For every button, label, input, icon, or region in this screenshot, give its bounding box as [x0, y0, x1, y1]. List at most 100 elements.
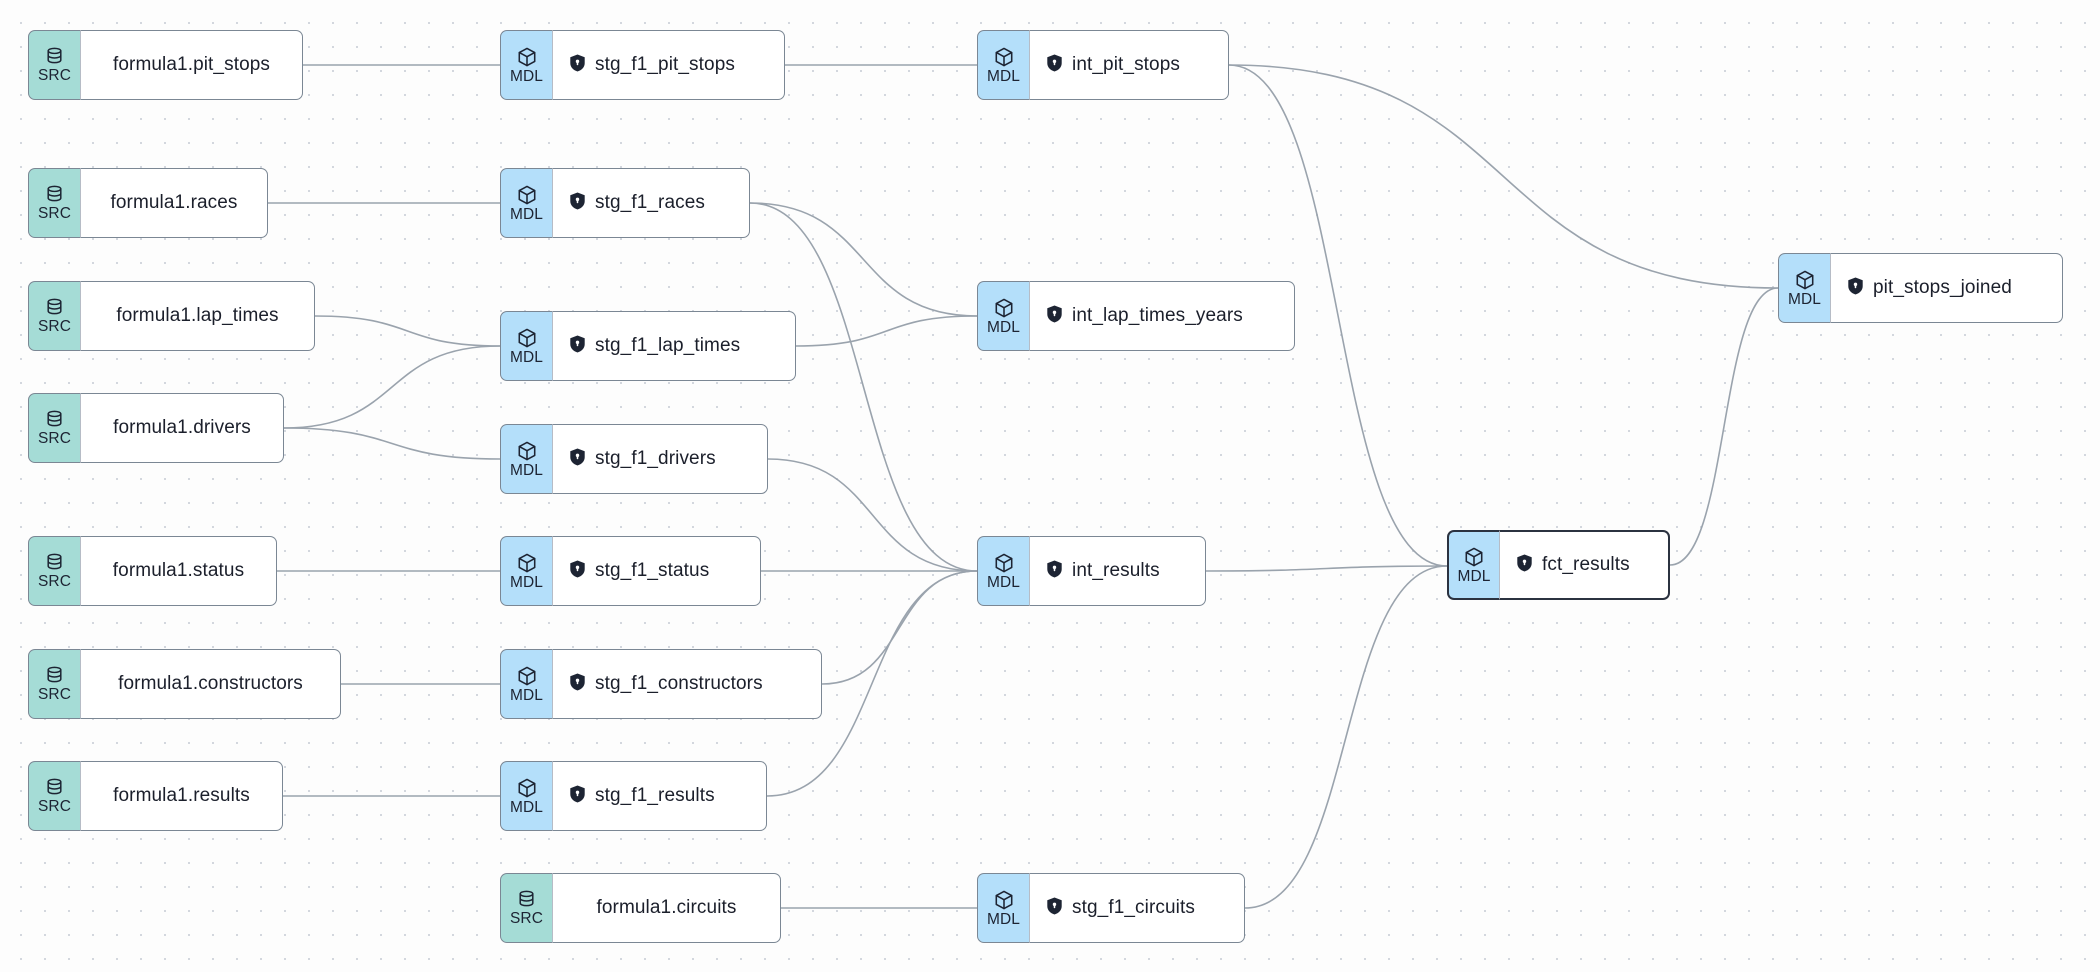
database-icon [47, 553, 62, 570]
node-body[interactable]: formula1.lap_times [80, 281, 315, 351]
node-label: formula1.pit_stops [112, 54, 271, 75]
node-body[interactable]: fct_results [1499, 530, 1670, 600]
node-body[interactable]: int_lap_times_years [1029, 281, 1295, 351]
graph-node-src_drivers[interactable]: SRC formula1.drivers [28, 393, 284, 463]
node-type-badge-mdl: MDL [500, 649, 552, 719]
graph-node-src_status[interactable]: SRC formula1.status [28, 536, 277, 606]
node-type-badge-src: SRC [28, 536, 80, 606]
node-label: stg_f1_circuits [1072, 897, 1195, 918]
node-type-label: SRC [37, 686, 72, 704]
node-label: formula1.drivers [113, 417, 251, 438]
node-type-badge-mdl: MDL [977, 536, 1029, 606]
cube-icon [995, 298, 1012, 318]
node-type-label: MDL [986, 910, 1021, 928]
node-label: formula1.races [110, 192, 238, 213]
node-type-badge-mdl: MDL [977, 30, 1029, 100]
node-body[interactable]: formula1.pit_stops [80, 30, 303, 100]
node-type-badge-mdl: MDL [500, 168, 552, 238]
shield-lock-icon [569, 559, 586, 583]
node-body[interactable]: stg_f1_results [552, 761, 767, 831]
database-icon [47, 778, 62, 795]
node-type-label: MDL [986, 67, 1021, 85]
node-body[interactable]: formula1.drivers [80, 393, 284, 463]
graph-node-src_results[interactable]: SRC formula1.results [28, 761, 283, 831]
node-type-badge-src: SRC [28, 393, 80, 463]
shield-lock-icon [1046, 304, 1063, 328]
lineage-edge-stg_f1_circuits-to-fct_results [1244, 565, 1448, 909]
node-body[interactable]: stg_f1_constructors [552, 649, 822, 719]
database-icon [47, 410, 62, 427]
node-body[interactable]: stg_f1_races [552, 168, 750, 238]
shield-lock-icon [1046, 559, 1063, 583]
node-body[interactable]: stg_f1_lap_times [552, 311, 796, 381]
shield-lock-icon [569, 53, 586, 77]
graph-node-stg_f1_races[interactable]: MDL stg_f1_races [500, 168, 750, 238]
lineage-edge-src_lap_times-to-stg_f1_lap_times [314, 315, 501, 347]
node-label: formula1.lap_times [116, 305, 279, 326]
lineage-edge-stg_f1_drivers-to-int_results [767, 458, 978, 572]
node-type-label: SRC [37, 430, 72, 448]
node-body[interactable]: formula1.constructors [80, 649, 341, 719]
node-type-badge-mdl: MDL [977, 873, 1029, 943]
node-body[interactable]: int_results [1029, 536, 1206, 606]
node-body[interactable]: pit_stops_joined [1830, 253, 2063, 323]
shield-lock-icon [569, 334, 586, 358]
shield-lock-icon [1046, 896, 1063, 920]
graph-node-src_constructors[interactable]: SRC formula1.constructors [28, 649, 341, 719]
node-type-badge-mdl: MDL [500, 761, 552, 831]
graph-node-stg_f1_circuits[interactable]: MDL stg_f1_circuits [977, 873, 1245, 943]
lineage-edge-src_drivers-to-stg_f1_lap_times [283, 345, 501, 429]
cube-icon [518, 553, 535, 573]
node-body[interactable]: formula1.status [80, 536, 277, 606]
node-body[interactable]: stg_f1_circuits [1029, 873, 1245, 943]
node-type-label: SRC [37, 573, 72, 591]
cube-icon [518, 328, 535, 348]
cube-icon [518, 185, 535, 205]
node-label: int_lap_times_years [1072, 305, 1243, 326]
node-body[interactable]: stg_f1_status [552, 536, 761, 606]
node-type-badge-mdl: MDL [500, 536, 552, 606]
node-type-label: MDL [1457, 567, 1491, 585]
node-type-badge-src: SRC [28, 761, 80, 831]
node-body[interactable]: formula1.results [80, 761, 283, 831]
node-type-badge-mdl: MDL [1778, 253, 1830, 323]
node-label: stg_f1_results [595, 785, 715, 806]
node-body[interactable]: stg_f1_drivers [552, 424, 768, 494]
node-type-badge-mdl: MDL [500, 30, 552, 100]
lineage-edge-fct_results-to-pit_stops_joined [1669, 287, 1779, 566]
graph-node-int_pit_stops[interactable]: MDL int_pit_stops [977, 30, 1229, 100]
node-body[interactable]: formula1.circuits [552, 873, 781, 943]
node-label: int_pit_stops [1072, 54, 1180, 75]
node-body[interactable]: int_pit_stops [1029, 30, 1229, 100]
node-label: formula1.results [113, 785, 250, 806]
graph-node-stg_f1_results[interactable]: MDL stg_f1_results [500, 761, 767, 831]
node-label: stg_f1_constructors [595, 673, 763, 694]
shield-lock-icon [569, 447, 586, 471]
lineage-edge-stg_f1_races-to-int_lap_times_years [749, 202, 978, 317]
shield-lock-icon [569, 784, 586, 808]
shield-lock-icon [569, 191, 586, 215]
node-body[interactable]: stg_f1_pit_stops [552, 30, 785, 100]
node-type-badge-src: SRC [28, 649, 80, 719]
node-type-label: MDL [509, 205, 544, 223]
graph-node-stg_f1_constructors[interactable]: MDL stg_f1_constructors [500, 649, 822, 719]
database-icon [519, 890, 534, 907]
database-icon [47, 298, 62, 315]
node-label: fct_results [1542, 554, 1630, 575]
graph-node-fct_results[interactable]: MDL fct_results [1447, 530, 1670, 600]
node-body[interactable]: formula1.races [80, 168, 268, 238]
node-type-label: SRC [37, 798, 72, 816]
shield-lock-icon [1847, 276, 1864, 300]
